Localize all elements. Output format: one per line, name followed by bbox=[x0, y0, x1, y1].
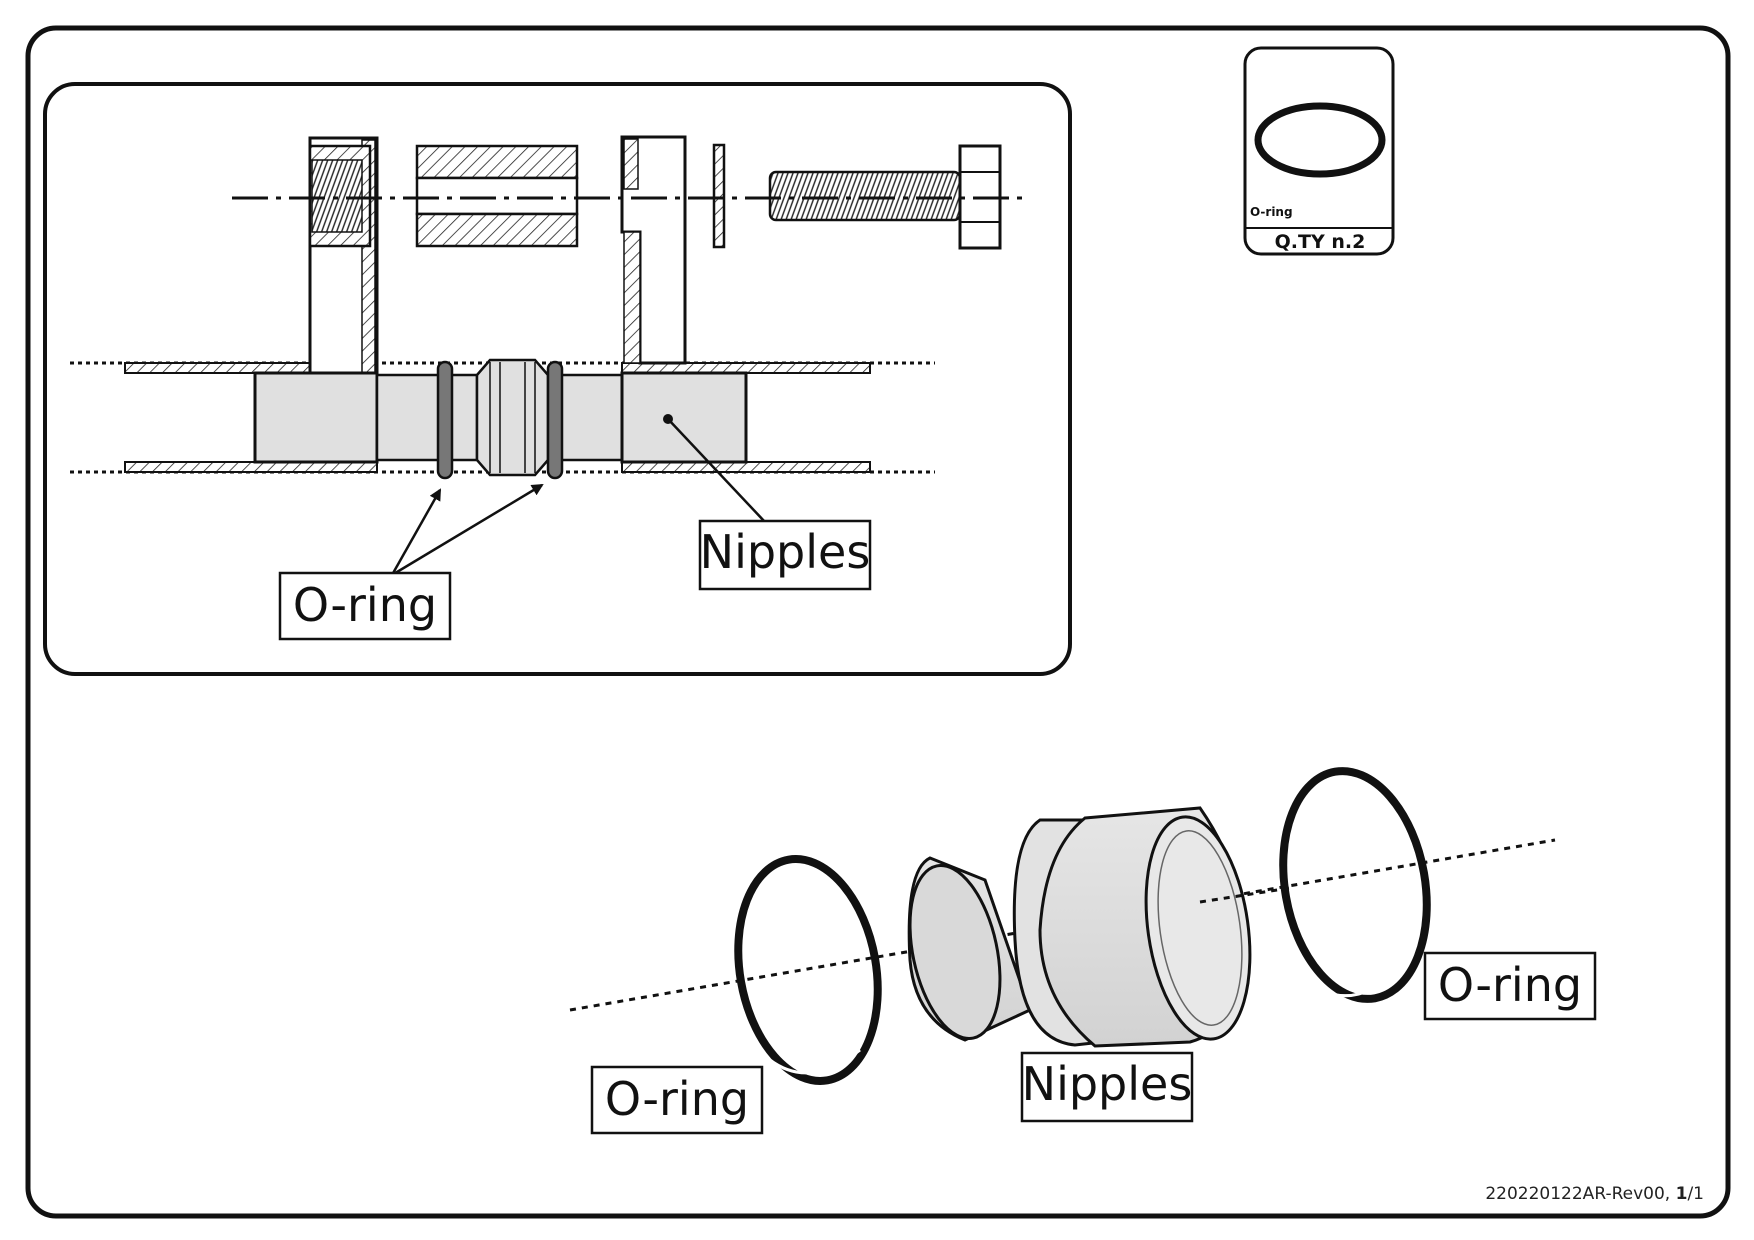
oring-leader-1 bbox=[390, 488, 442, 576]
oring-leader-2 bbox=[391, 483, 544, 577]
nipple-front-face-inner bbox=[1157, 830, 1243, 1026]
oring-right-highlight bbox=[1319, 959, 1407, 998]
document-footer: 220220122AR-Rev00, 1/1 bbox=[1485, 1184, 1704, 1204]
nipple-collar bbox=[475, 358, 550, 477]
page-total: 1 bbox=[1693, 1184, 1704, 1204]
cross-section-inset: O-ring Nipples bbox=[43, 82, 1072, 676]
exploded-nipples-label: Nipples bbox=[1022, 1057, 1193, 1111]
exploded-nipples-box bbox=[1020, 1051, 1194, 1123]
exploded-oring-left-label: O-ring bbox=[605, 1072, 749, 1126]
oring-section-right bbox=[546, 360, 564, 480]
inset-frame bbox=[43, 82, 1072, 676]
oring-section-left bbox=[436, 360, 454, 480]
inset-oring-label-box bbox=[278, 571, 452, 641]
page-current: 1 bbox=[1675, 1184, 1688, 1204]
nipple-center-left bbox=[375, 373, 479, 462]
kit-part-label: O-ring bbox=[1250, 205, 1293, 219]
nipple-right-body bbox=[620, 371, 748, 464]
exploded-oring-left-box bbox=[590, 1065, 764, 1135]
oring-right bbox=[1279, 767, 1431, 1003]
oring-left-highlight bbox=[769, 1048, 861, 1075]
right-plate-hatch-lower bbox=[623, 231, 641, 364]
inset-nipples-label-box bbox=[698, 519, 872, 591]
kit-oring-icon-inner bbox=[1263, 110, 1377, 170]
nipples-leader bbox=[667, 418, 766, 523]
washer bbox=[712, 143, 726, 249]
inset-nipples-label: Nipples bbox=[700, 525, 871, 579]
page-frame bbox=[25, 25, 1731, 1219]
nipple-left-body bbox=[253, 371, 379, 464]
nipple-axis-segment bbox=[1199, 886, 1291, 904]
nipple-tube-end bbox=[908, 863, 1002, 1041]
exploded-view: O-ring Nipples O-ring bbox=[569, 767, 1597, 1135]
document-code: 220220122AR-Rev00, bbox=[1485, 1184, 1671, 1204]
pipe-wall-left-bottom bbox=[124, 461, 378, 473]
nipple-front-face bbox=[1144, 815, 1252, 1041]
exploded-oring-right-label: O-ring bbox=[1438, 958, 1582, 1012]
spacer-bush-top bbox=[415, 144, 579, 180]
bolt-shank bbox=[768, 170, 962, 222]
kit-oring-icon bbox=[1254, 102, 1386, 178]
kit-card-frame bbox=[1243, 46, 1395, 256]
left-nut-thread bbox=[311, 159, 363, 233]
inset-oring-label: O-ring bbox=[293, 578, 437, 632]
kit-quantity: Q.TY n.2 bbox=[1275, 231, 1366, 253]
exploded-axis-line bbox=[569, 838, 1556, 1012]
kit-contents-card: O-ring Q.TY n.2 bbox=[1243, 46, 1395, 256]
oring-left bbox=[734, 855, 882, 1085]
spacer-bush-bottom bbox=[415, 212, 579, 248]
spacer-bush-bore bbox=[415, 176, 579, 216]
right-plate-hatch-upper bbox=[623, 138, 639, 190]
exploded-oring-right-box bbox=[1423, 951, 1597, 1021]
